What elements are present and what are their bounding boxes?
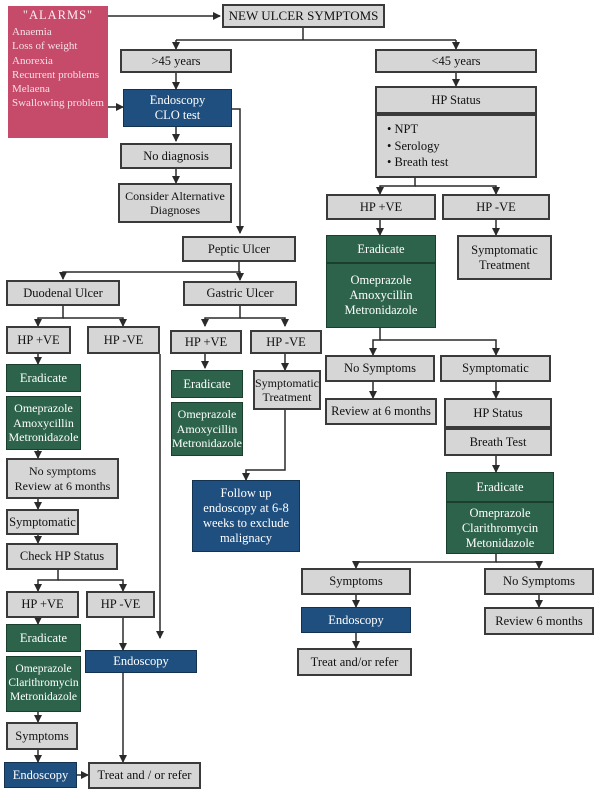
duodenal-drug-metronidazole: Metronidazole <box>8 430 79 445</box>
hp-test-serology: Serology <box>387 138 440 155</box>
alarms-title: "ALARMS" <box>22 8 94 22</box>
duodenal-drug-regimen: Omeprazole Amoxycillin Metronidazole <box>6 396 81 450</box>
gastric-followup-line-2: endoscopy at 6-8 <box>203 501 289 515</box>
right-hp-negative: HP -VE <box>442 194 550 220</box>
duodenal-endoscopy-small: Endoscopy <box>4 762 77 788</box>
right-drug2-metonidazole: Metonidazole <box>465 535 535 550</box>
gastric-symptomatic-treatment: Symptomatic Treatment <box>253 370 321 410</box>
endoscopy-clo-line-1: Endoscopy <box>149 93 206 107</box>
hp-status-top: HP Status <box>375 86 537 114</box>
gastric-drug-regimen: Omeprazole Amoxycillin Metronidazole <box>171 402 243 456</box>
duodenal-ulcer: Duodenal Ulcer <box>6 280 120 306</box>
right-hp-positive: HP +VE <box>326 194 436 220</box>
alarm-item-recurrent-problems: Recurrent problems <box>12 68 100 81</box>
under-45-years: <45 years <box>375 49 537 73</box>
hp-test-npt: NPT <box>387 121 419 138</box>
endoscopy-clo-line-2: CLO test <box>154 108 201 122</box>
alarms-box: "ALARMS" Anaemia Loss of weight Anorexia… <box>8 6 108 138</box>
over-45-years: >45 years <box>120 49 232 73</box>
alarm-item-melaena: Melaena <box>12 83 50 96</box>
hp-test-breath: Breath test <box>387 154 449 171</box>
right-symptomatic-treatment-line-2: Treatment <box>479 257 530 272</box>
right-drug-metronidazole: Metronidazole <box>344 303 418 317</box>
duodenal-drug-amoxycillin: Amoxycillin <box>13 415 74 430</box>
gastric-followup-line-1: Follow up <box>220 486 272 500</box>
right-drug-omeprazole: Omeprazole <box>350 273 412 287</box>
consider-alt-line-2: Diagnoses <box>150 203 200 217</box>
duodenal-hp-positive: HP +VE <box>6 326 71 354</box>
duodenal-hp-negative: HP -VE <box>87 326 160 354</box>
alarm-item-loss-of-weight: Loss of weight <box>12 40 78 53</box>
duodenal-drug-omeprazole: Omeprazole <box>14 401 73 416</box>
duodenal-drug2-metronidazole: Metronidazole <box>9 690 78 703</box>
hp-status-tests-list: NPT Serology Breath test <box>375 114 537 178</box>
right-review-6-months-2: Review 6 months <box>484 607 594 635</box>
duodenal-no-symptoms-line-2: Review at 6 months <box>14 478 111 493</box>
right-drug-amoxycillin: Amoxycillin <box>349 288 413 302</box>
right-symptomatic-treatment-line-1: Symptomatic <box>471 242 538 257</box>
duodenal-check-hp-status: Check HP Status <box>6 543 118 570</box>
alarm-item-swallowing-problem: Swallowing problem <box>12 97 104 110</box>
gastric-followup-line-4: malignacy <box>219 531 273 545</box>
alarm-item-anaemia: Anaemia <box>12 26 52 38</box>
peptic-ulcer: Peptic Ulcer <box>182 236 296 262</box>
duodenal-drug-regimen-2: Omeprazole Clarithromycin Metronidazole <box>6 656 81 712</box>
right-drug-regimen-2: Omeprazole Clarithromycin Metonidazole <box>446 502 554 554</box>
duodenal-no-symptoms-review: No symptoms Review at 6 months <box>6 458 119 499</box>
gastric-symptomatic-treatment-line-1: Symptomatic <box>255 375 319 390</box>
duodenal-drug2-omeprazole: Omeprazole <box>15 663 72 676</box>
right-endoscopy: Endoscopy <box>301 607 411 633</box>
right-breath-test: Breath Test <box>444 428 552 456</box>
gastric-hp-negative: HP -VE <box>250 330 322 354</box>
alarm-item-anorexia: Anorexia <box>12 54 53 67</box>
right-drug-regimen: Omeprazole Amoxycillin Metronidazole <box>326 263 436 328</box>
root-new-ulcer-symptoms: NEW ULCER SYMPTOMS <box>222 4 385 28</box>
right-review-6-months: Review at 6 months <box>325 398 437 425</box>
duodenal-endoscopy-big: Endoscopy <box>85 650 197 673</box>
right-treat-and-or-refer: Treat and/or refer <box>297 648 412 676</box>
duodenal-eradicate: Eradicate <box>6 364 81 392</box>
gastric-hp-positive: HP +VE <box>170 330 242 354</box>
right-symptoms: Symptoms <box>301 568 411 595</box>
right-eradicate: Eradicate <box>326 235 436 263</box>
right-hp-status-2: HP Status <box>444 398 552 428</box>
right-no-symptoms: No Symptoms <box>325 355 435 382</box>
gastric-drug-metronidazole: Metronidazole <box>172 436 242 451</box>
endoscopy-clo-test: Endoscopy CLO test <box>123 89 232 127</box>
duodenal-symptomatic: Symptomatic <box>6 509 79 535</box>
right-symptomatic: Symptomatic <box>440 355 551 382</box>
gastric-drug-amoxycillin: Amoxycillin <box>176 421 238 436</box>
duodenal-eradicate-2: Eradicate <box>6 624 81 652</box>
gastric-symptomatic-treatment-line-2: Treatment <box>262 390 312 404</box>
duodenal-hp-negative-2: HP -VE <box>86 591 155 618</box>
duodenal-hp-positive-2: HP +VE <box>6 591 79 618</box>
gastric-ulcer: Gastric Ulcer <box>183 281 297 306</box>
duodenal-drug2-clarithromycin: Clarithromycin <box>8 677 79 690</box>
consider-alt-line-1: Consider Alternative <box>125 188 225 203</box>
duodenal-no-symptoms-line-1: No symptoms <box>28 464 96 479</box>
consider-alternative-diagnoses: Consider Alternative Diagnoses <box>118 183 232 223</box>
gastric-eradicate: Eradicate <box>171 370 243 398</box>
duodenal-symptoms: Symptoms <box>6 722 78 750</box>
right-no-symptoms-2: No Symptoms <box>484 568 594 595</box>
right-symptomatic-treatment: Symptomatic Treatment <box>457 235 552 280</box>
right-drug2-omeprazole: Omeprazole <box>469 505 531 520</box>
right-drug2-clarithromycin: Clarithromycin <box>461 520 539 535</box>
no-diagnosis: No diagnosis <box>120 143 232 169</box>
duodenal-treat-and-or-refer: Treat and / or refer <box>88 762 201 789</box>
right-eradicate-2: Eradicate <box>446 472 554 502</box>
gastric-follow-up-endoscopy: Follow up endoscopy at 6-8 weeks to excl… <box>192 480 300 552</box>
gastric-followup-line-3: weeks to exclude <box>202 516 290 530</box>
gastric-drug-omeprazole: Omeprazole <box>177 407 237 422</box>
